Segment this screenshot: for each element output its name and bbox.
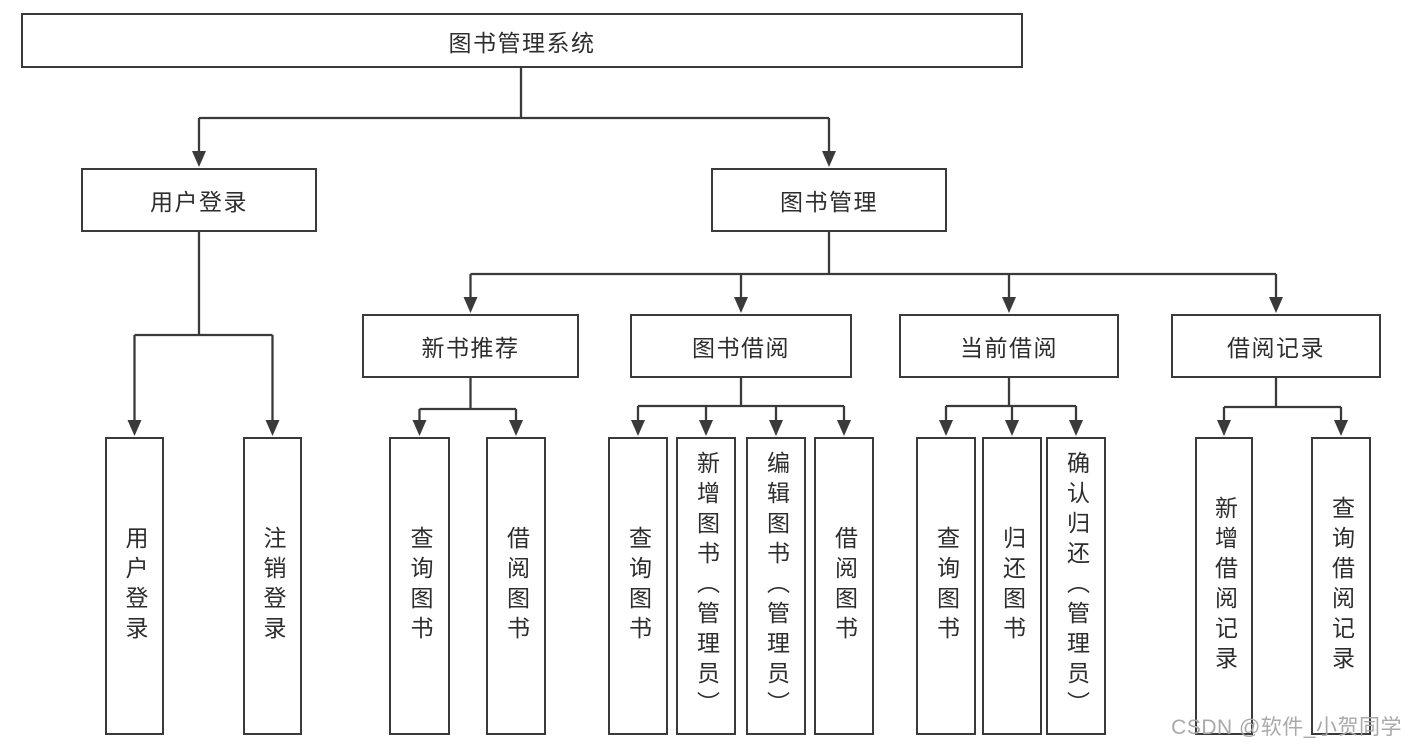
node-label: 查询图书 — [933, 526, 960, 646]
node-label: 查询图书 — [625, 526, 652, 646]
connector-book-management-to-level3 — [463, 232, 1283, 313]
node-label: 确认归还（管理员） — [1063, 451, 1090, 721]
connector-current-borrow-to-leaves — [939, 378, 1083, 436]
connector-records-to-leaves — [1217, 378, 1348, 436]
node-label: 归还图书 — [999, 526, 1026, 646]
node-records-add-borrow-record: 新增借阅记录 — [1195, 437, 1253, 735]
node-current-return-books: 归还图书 — [982, 437, 1042, 735]
connector-root-to-level2 — [192, 68, 836, 167]
node-book-management: 图书管理 — [711, 168, 947, 232]
node-library-management-system: 图书管理系统 — [21, 13, 1023, 68]
node-label: 借阅图书 — [831, 526, 858, 646]
node-current-search-books: 查询图书 — [916, 437, 976, 735]
watermark: CSDN @软件_小贺同学 — [1171, 716, 1402, 739]
connector-borrowing-to-leaves — [631, 378, 851, 436]
node-label: 新书推荐 — [421, 335, 520, 361]
node-label: 当前借阅 — [960, 335, 1058, 361]
node-label: 查询图书 — [407, 526, 433, 646]
node-borrowing-records: 借阅记录 — [1171, 314, 1381, 378]
node-label: 用户登录 — [122, 526, 148, 646]
node-records-search-borrow-record: 查询借阅记录 — [1311, 437, 1371, 735]
node-label: 编辑图书（管理员） — [763, 451, 790, 721]
node-label: 图书管理系统 — [448, 29, 596, 56]
connector-user-login-to-leaves — [127, 232, 280, 436]
node-current-borrowing: 当前借阅 — [899, 314, 1119, 378]
node-recommend-search-books: 查询图书 — [389, 437, 450, 735]
node-borrowing-search-books: 查询图书 — [608, 437, 668, 735]
node-borrowing-add-books-admin: 新增图书（管理员） — [676, 437, 736, 735]
node-new-book-recommendation: 新书推荐 — [362, 314, 579, 378]
node-recommend-borrow-books: 借阅图书 — [486, 437, 546, 735]
node-label: 借阅图书 — [503, 526, 530, 646]
node-book-borrowing: 图书借阅 — [630, 314, 852, 378]
node-label: 借阅记录 — [1227, 335, 1325, 361]
node-user-login-leaf: 用户登录 — [105, 437, 164, 735]
node-borrowing-borrow-books: 借阅图书 — [814, 437, 874, 735]
node-label: 图书管理 — [780, 189, 878, 215]
node-label: 注销登录 — [260, 526, 286, 646]
connector-recommendation-to-leaves — [412, 378, 523, 436]
node-user-login: 用户登录 — [81, 168, 317, 232]
node-logout-leaf: 注销登录 — [243, 437, 302, 735]
node-label: 新增借阅记录 — [1211, 496, 1238, 676]
node-label: 用户登录 — [150, 189, 248, 215]
node-label: 图书借阅 — [692, 335, 790, 361]
node-label: 新增图书（管理员） — [693, 451, 720, 721]
node-current-confirm-return-admin: 确认归还（管理员） — [1046, 437, 1106, 735]
node-label: 查询借阅记录 — [1328, 496, 1355, 676]
node-borrowing-edit-books-admin: 编辑图书（管理员） — [746, 437, 806, 735]
